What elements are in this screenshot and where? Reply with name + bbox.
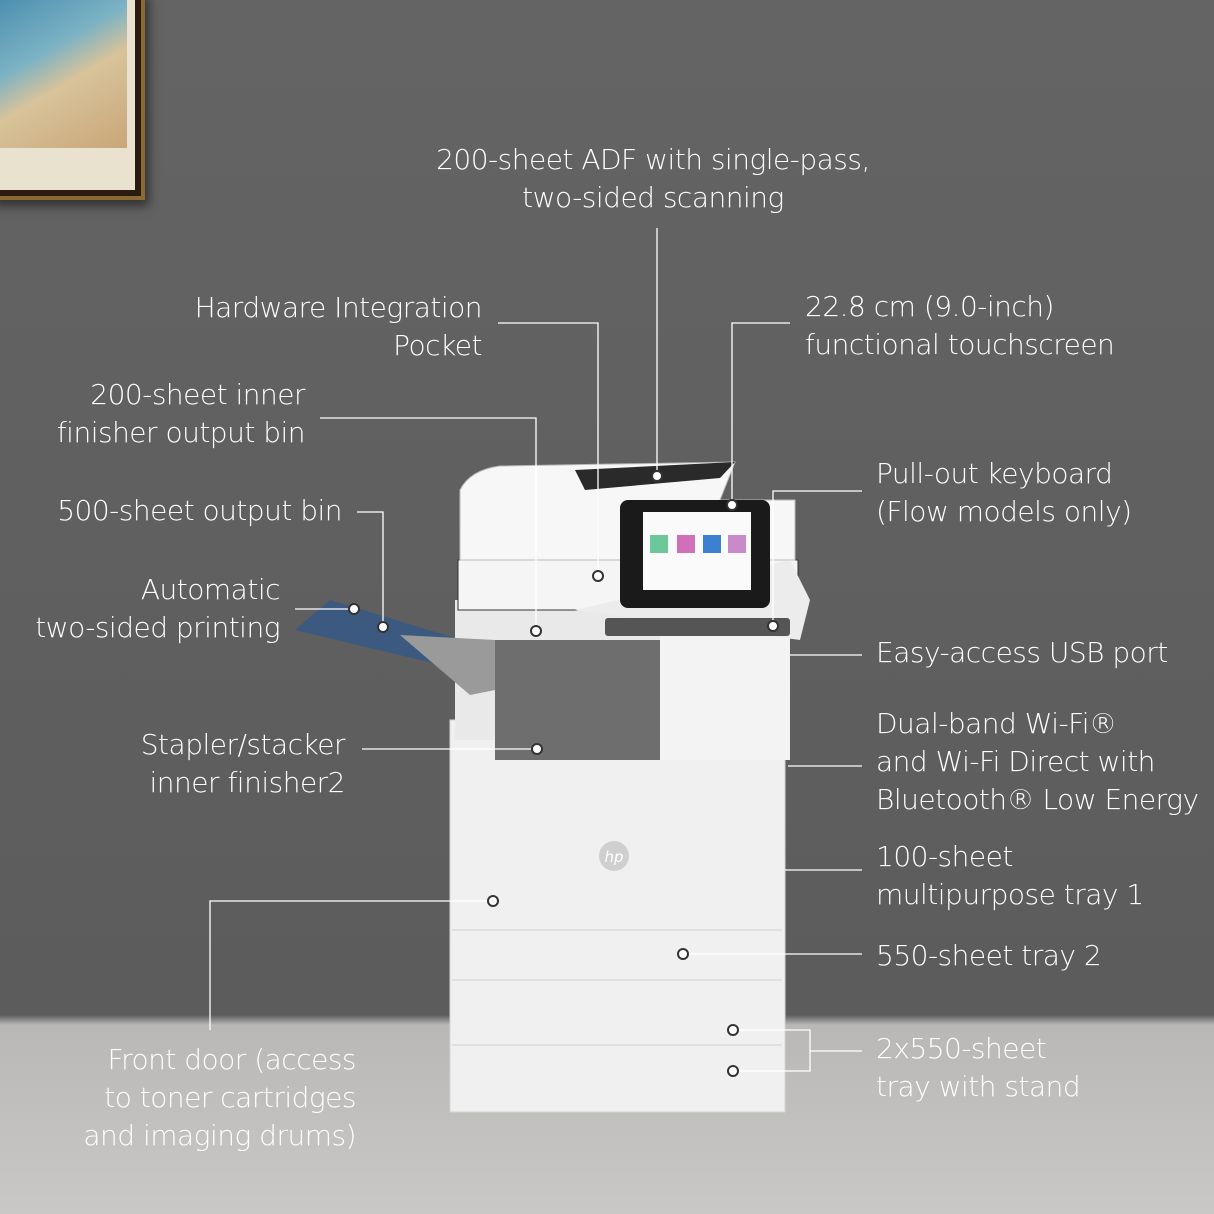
label-line: 100-sheet (876, 840, 1013, 873)
label-line: Front door (access (107, 1043, 357, 1076)
label-adf: 200-sheet ADF with single-pass, two-sided… (403, 141, 903, 217)
label-line: Dual-band Wi-Fi® (876, 707, 1117, 740)
label-line: Pull-out keyboard (876, 457, 1113, 490)
label-duplex: Automatic two-sided printing (0, 571, 280, 647)
printer-base (449, 719, 786, 1113)
label-line: tray with stand (876, 1070, 1081, 1103)
label-line: and imaging drums) (83, 1119, 356, 1152)
label-usb-port: Easy-access USB port (876, 634, 1168, 672)
beach-photo (0, 0, 127, 148)
label-line: 2x550-sheet (876, 1032, 1047, 1065)
label-line: Hardware Integration (194, 291, 483, 324)
label-output-bin: 500-sheet output bin (2, 492, 342, 530)
callout-dots (348, 470, 779, 1077)
label-line: 200-sheet inner (90, 378, 305, 411)
label-multipurpose-tray: 100-sheet multipurpose tray 1 (876, 838, 1144, 914)
label-line: functional touchscreen (805, 328, 1115, 361)
label-tray-stand: 2x550-sheet tray with stand (876, 1030, 1081, 1106)
label-line: Easy-access USB port (876, 636, 1168, 669)
label-touchscreen: 22.8 cm (9.0-inch) functional touchscreen (805, 288, 1115, 364)
label-line: Stapler/stacker (140, 728, 346, 761)
keyboard (605, 618, 790, 636)
label-line: Pocket (393, 329, 482, 362)
label-line: Automatic (140, 573, 281, 606)
label-tray-2: 550-sheet tray 2 (876, 937, 1102, 975)
label-line: 550-sheet tray 2 (876, 939, 1102, 972)
label-line: and Wi-Fi Direct with (876, 745, 1155, 778)
label-line: 500-sheet output bin (57, 494, 342, 527)
hp-logo (599, 841, 629, 871)
label-line: two-sided printing (35, 611, 280, 644)
label-line: multipurpose tray 1 (876, 878, 1144, 911)
label-line: Bluetooth® Low Energy (876, 783, 1199, 816)
label-line: (Flow models only) (876, 495, 1132, 528)
label-line: finisher output bin (56, 416, 306, 449)
label-line: to toner cartridges (104, 1081, 356, 1114)
label-keyboard: Pull-out keyboard (Flow models only) (876, 455, 1132, 531)
label-line: inner finisher2 (149, 766, 346, 799)
inner-finisher (495, 640, 660, 760)
label-front-door: Front door (access to toner cartridges and… (16, 1041, 356, 1155)
svg-text:hp: hp (604, 848, 623, 866)
label-stapler: Stapler/stacker inner finisher2 (45, 726, 346, 802)
label-line: two-sided scanning (522, 181, 784, 214)
label-line: 22.8 cm (9.0-inch) (805, 290, 1054, 323)
callout-lines (209, 228, 862, 1072)
label-line: 200-sheet ADF with single-pass, (436, 143, 870, 176)
label-inner-finisher-bin: 200-sheet inner finisher output bin (5, 376, 306, 452)
wall-picture-frame (0, 0, 145, 200)
